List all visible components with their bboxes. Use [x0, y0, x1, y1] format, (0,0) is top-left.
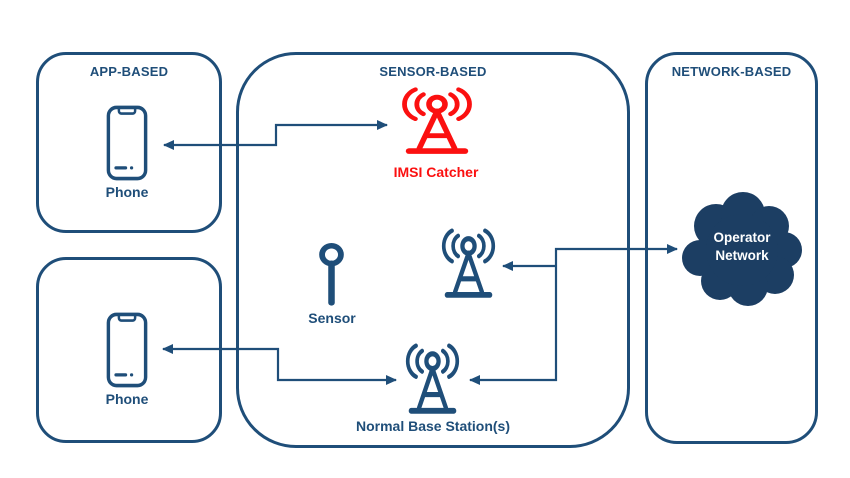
operator-network-label: Operator Network	[688, 229, 796, 264]
smartphone-icon	[106, 312, 148, 388]
imsi-catcher-antenna-icon	[397, 86, 477, 156]
phone-bottom-label: Phone	[105, 391, 149, 407]
monitoring-base-station-icon	[438, 227, 499, 300]
panel-title-app-based: APP-BASED	[89, 64, 169, 79]
phone-top-label: Phone	[105, 184, 149, 200]
operator-network-label-line1: Operator	[713, 230, 771, 245]
panel-title-network-based: NETWORK-BASED	[671, 64, 792, 79]
normal-base-station-icon	[402, 342, 463, 416]
sensor-icon	[317, 243, 346, 306]
normal-base-station-label: Normal Base Station(s)	[355, 418, 511, 434]
panel-title-sensor-based: SENSOR-BASED	[379, 64, 487, 79]
sensor-label: Sensor	[308, 310, 356, 326]
smartphone-icon	[106, 105, 148, 181]
imsi-catcher-label: IMSI Catcher	[393, 164, 479, 180]
operator-network-label-line2: Network	[715, 247, 769, 263]
